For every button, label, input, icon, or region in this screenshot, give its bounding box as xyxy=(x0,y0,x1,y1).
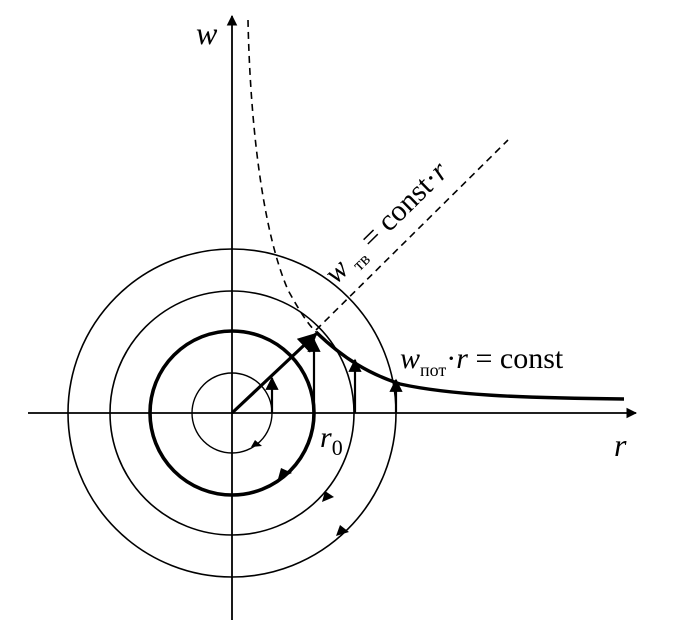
solid-body-formula: wтв = const·r xyxy=(318,155,458,293)
r0-subscript: 0 xyxy=(332,435,343,460)
r0-label: r0 xyxy=(320,421,343,460)
r-axis-label: r xyxy=(614,427,627,463)
circulation-arrow-r0 xyxy=(278,468,292,479)
vortex-w: w xyxy=(400,342,420,375)
potential-vortex-formula: wпот·r = const xyxy=(400,342,564,380)
solid-body-const: = const· xyxy=(348,163,446,260)
circulation-arrow-outer xyxy=(336,525,349,536)
w-axis-label: w xyxy=(196,15,218,51)
potential-hyperbola-dashed xyxy=(247,19,317,333)
circulation-arrow-middle xyxy=(322,491,334,502)
r0-main: r xyxy=(320,421,332,454)
velocity-vectors xyxy=(265,338,403,413)
potential-vortex-curve xyxy=(314,330,625,401)
solid-body-line xyxy=(230,332,318,415)
circulation-arrows xyxy=(251,440,349,536)
axes xyxy=(28,14,638,620)
solid-body-line-dashed xyxy=(315,139,509,331)
vortex-const: = const xyxy=(468,342,564,375)
vortex-r: r xyxy=(456,342,468,375)
circulation-arrow-inner xyxy=(251,440,262,447)
vortex-subscript: пот xyxy=(420,360,446,380)
vortex-dot: · xyxy=(446,342,456,375)
